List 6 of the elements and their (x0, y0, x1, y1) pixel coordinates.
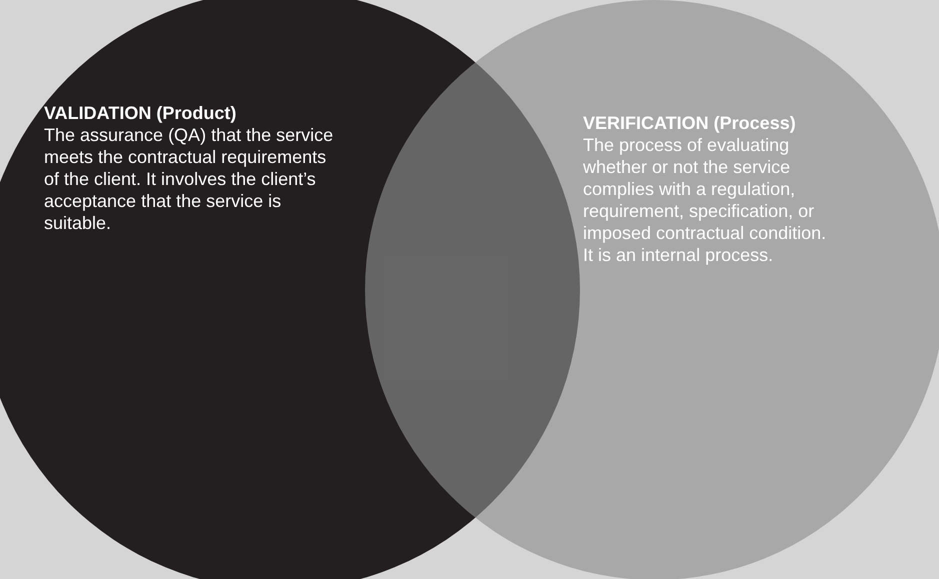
circle-description: The assurance (QA) that the service meets the contractual requirements of the client. It involves the client’s acceptance that the service is suitable. (44, 124, 334, 234)
venn-circle (0, 0, 580, 579)
circle-description: The process of evaluating whether or not the service complies with a regulation, requirement, specification, or imposed contractual condition. It is an internal process. (583, 134, 828, 266)
circle-heading: VERIFICATION (Process) (583, 112, 797, 134)
venn-circle (365, 0, 939, 579)
circle-heading: VALIDATION (Product) (44, 102, 238, 124)
